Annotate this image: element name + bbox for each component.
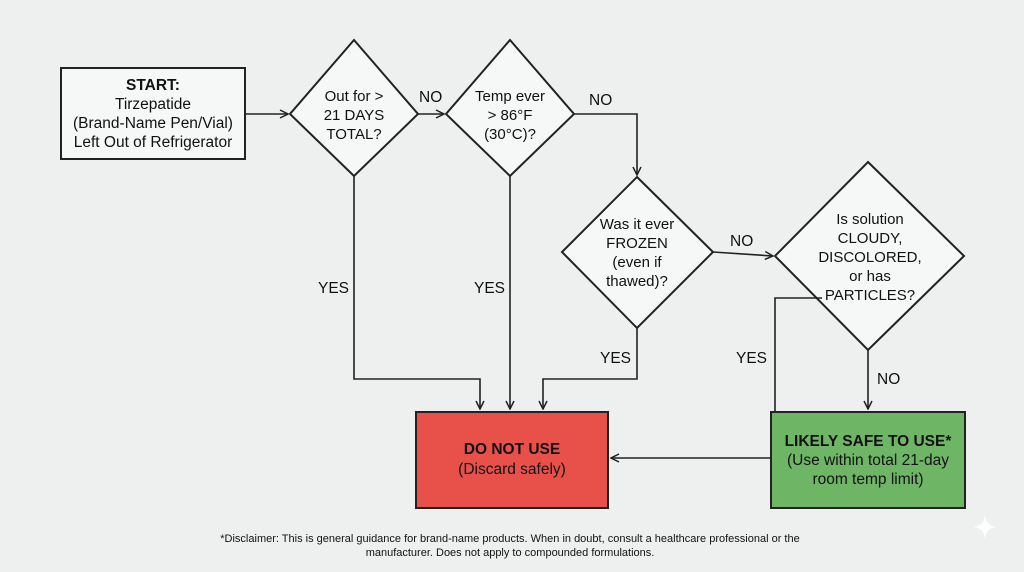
start-line-1: Tirzepatide <box>114 95 192 113</box>
label-yes-solution: YES <box>736 350 768 367</box>
label-yes-frozen: YES <box>600 350 632 367</box>
label-no-solution: NO <box>877 371 901 388</box>
outcome-safe-box: LIKELY SAFE TO USE* (Use within total 21… <box>770 411 966 509</box>
disclaimer-line-2: manufacturer. Does not apply to compound… <box>365 547 655 559</box>
arrow-temp-to-frozen <box>574 113 637 175</box>
label-yes-days: YES <box>318 280 350 297</box>
decision-solution-line-1: Is solution <box>836 210 904 228</box>
start-box: START: Tirzepatide (Brand-Name Pen/Vial)… <box>60 67 246 160</box>
outcome-discard-box: DO NOT USE (Discard safely) <box>415 411 609 509</box>
decision-frozen-line-1: Was it ever <box>599 216 675 233</box>
decision-frozen-line-2: FROZEN <box>606 235 668 252</box>
decision-solution-line-2: CLOUDY, <box>837 229 903 247</box>
outcome-safe-line-2: (Use within total 21-day <box>787 451 949 469</box>
decision-days-line-2: 21 DAYS <box>323 106 385 124</box>
decision-frozen-text: Was it ever FROZEN (even if thawed)? <box>582 214 692 292</box>
arrow-days-yes-to-discard <box>353 176 480 409</box>
decision-solution-line-5: PARTICLES? <box>824 286 916 304</box>
decision-solution-text: Is solution CLOUDY, DISCOLORED, or has P… <box>808 208 932 306</box>
decision-frozen-line-3: (even if <box>612 254 662 271</box>
start-line-2: (Brand-Name Pen/Vial) <box>73 114 233 132</box>
label-no-temp: NO <box>589 92 613 109</box>
decision-solution-line-3: DISCOLORED, <box>818 248 922 266</box>
decision-days-line-1: Out for > <box>324 87 384 105</box>
label-no-frozen: NO <box>730 233 754 250</box>
disclaimer-line-1: *Disclaimer: This is general guidance fo… <box>220 533 800 545</box>
decision-frozen-line-4: thawed)? <box>606 273 668 290</box>
decision-days-line-3: TOTAL? <box>326 125 382 143</box>
outcome-discard-subtitle: (Discard safely) <box>458 461 566 478</box>
outcome-discard-title: DO NOT USE <box>463 441 561 458</box>
start-title: START: <box>126 76 180 94</box>
start-line-3: Left Out of Refrigerator <box>73 133 233 151</box>
disclaimer: *Disclaimer: This is general guidance fo… <box>150 532 870 560</box>
decision-solution-line-4: or has <box>849 267 891 285</box>
outcome-safe-title: LIKELY SAFE TO USE* <box>784 432 952 450</box>
outcome-safe-line-3: room temp limit) <box>812 470 924 488</box>
arrow-frozen-to-solution <box>712 252 773 256</box>
arrow-frozen-yes-to-discard <box>543 328 638 409</box>
sparkle-icon <box>973 515 997 539</box>
label-no-days: NO <box>419 89 443 106</box>
decision-temp-line-3: (30°C)? <box>484 125 536 143</box>
label-yes-temp: YES <box>474 280 506 297</box>
decision-temp-line-2: > 86°F <box>487 106 533 124</box>
decision-temp-line-1: Temp ever <box>474 87 546 105</box>
arrow-solution-yes-to-discard <box>611 297 822 458</box>
decision-days-text: Out for > 21 DAYS TOTAL? <box>304 86 404 144</box>
decision-temp-text: Temp ever > 86°F (30°C)? <box>460 86 560 144</box>
